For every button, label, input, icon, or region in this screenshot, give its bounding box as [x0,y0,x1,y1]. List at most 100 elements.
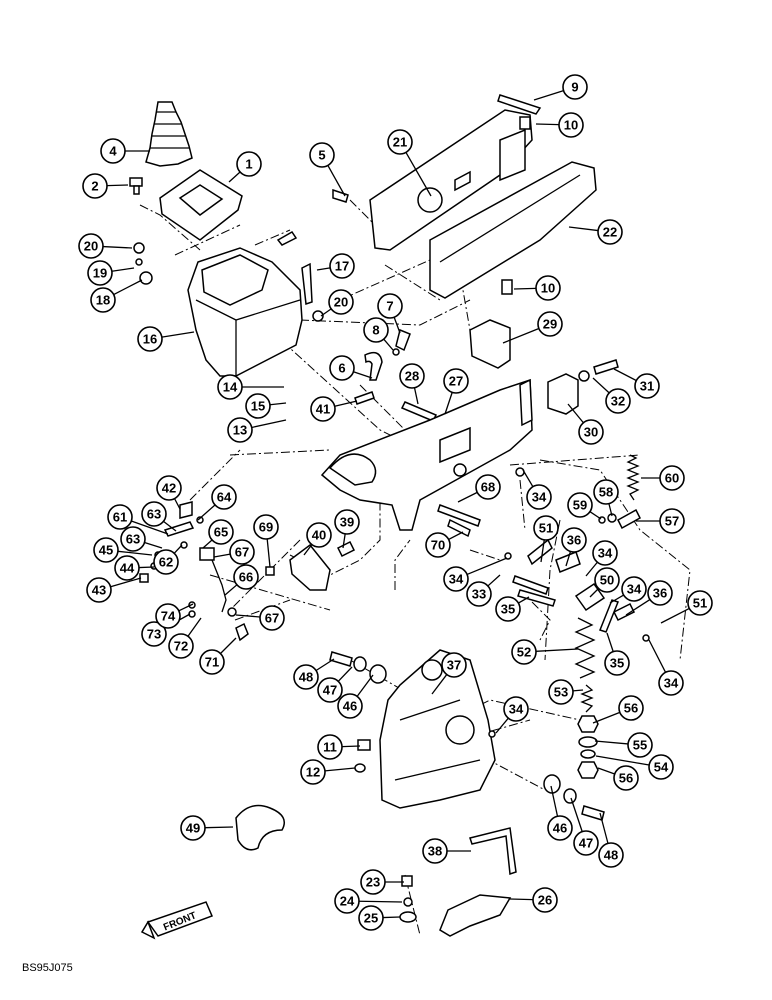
callout-number: 5 [318,148,325,163]
shift-plate [159,169,243,241]
callout-circle [613,765,639,791]
leader-line [613,368,637,382]
callout-circle [648,754,674,780]
leader-line [163,520,177,532]
callout-circle [334,888,360,914]
leader-line [337,666,353,682]
callout-14: 14 [217,374,284,400]
callout-number: 34 [627,582,642,597]
callout-number: 51 [539,521,553,536]
callout-number: 36 [653,586,667,601]
callout-circle [647,580,673,606]
leader-line [540,539,545,563]
callout-circle [155,603,181,629]
callout-number: 32 [611,394,625,409]
callout-61: 61 [107,504,169,535]
leader-line [509,898,534,901]
side-panel-22 [429,161,597,299]
callout-circle [317,734,343,760]
callout-circle [100,138,126,164]
callout-47: 47 [317,666,353,703]
leader-line [597,767,615,775]
callout-circle [153,549,179,575]
callout-circle [310,396,336,422]
callout-number: 31 [640,379,654,394]
leader-line [502,327,540,344]
screw-7-washer-8 [392,328,411,356]
leader-line [570,797,583,832]
callout-67: 67 [235,605,285,631]
callout-circle [317,677,343,703]
callout-circle [227,417,253,443]
callout-number: 20 [334,295,348,310]
lower-bracket-37 [379,649,496,809]
belt-49 [235,804,285,851]
callout-circle [547,815,573,841]
leader-line [592,377,610,394]
leader-line [522,469,534,488]
callout-17: 17 [316,253,355,279]
callout-number: 48 [299,670,313,685]
callout-34: 34 [585,540,618,577]
callout-circle [93,537,119,563]
callout-65: 65 [202,519,234,549]
leader-line [518,596,530,604]
callout-8: 8 [363,317,394,351]
callout-23: 23 [360,869,404,895]
leader-line [550,785,559,817]
callout-circle [259,605,285,631]
callout-71: 71 [199,637,237,675]
callout-46: 46 [337,674,374,719]
callout-number: 23 [366,875,380,890]
callout-circle [377,293,403,319]
callout-31: 31 [613,368,660,399]
leader-line [595,755,650,766]
callout-number: 27 [449,374,463,389]
cable-26 [439,894,512,937]
callout-53: 53 [548,679,584,705]
callout-number: 50 [600,573,614,588]
block-30 [547,373,579,415]
callout-72: 72 [168,617,202,659]
leader-line [324,767,356,772]
washers-left [133,242,324,322]
leader-line [609,594,624,604]
u-bracket-38 [469,827,517,876]
callout-circle [300,759,326,785]
callout-circle [687,590,713,616]
callout-circle [90,287,116,313]
callout-33: 33 [466,574,501,607]
callout-69: 69 [253,514,279,568]
callout-37: 37 [431,652,467,695]
leader-line [320,308,332,317]
leader-line [625,598,651,616]
callout-number: 15 [251,399,265,414]
leader-line [138,566,155,569]
callout-35: 35 [604,632,630,676]
callout-number: 47 [323,683,337,698]
leader-line [342,533,346,549]
callout-49: 49 [180,815,234,841]
leader-line [487,574,501,587]
main-frame-27 [320,378,533,531]
leader-line [466,557,508,576]
bracket-40 [289,543,331,591]
pin-39 [336,540,356,558]
callout-circle [443,566,469,592]
leader-line [113,279,143,296]
callout-circle [511,639,537,665]
clip-6 [364,351,383,381]
leader-line [356,674,374,697]
callout-number: 11 [323,740,337,755]
callout-circle [233,564,259,590]
leader-line [224,584,238,596]
leader-line [533,90,564,101]
pin-68 [437,504,481,527]
callout-55: 55 [594,732,653,758]
callout-number: 63 [126,532,140,547]
callout-circle [659,465,685,491]
leader-line [315,658,335,672]
callout-circle [329,355,355,381]
callout-circle [86,577,112,603]
